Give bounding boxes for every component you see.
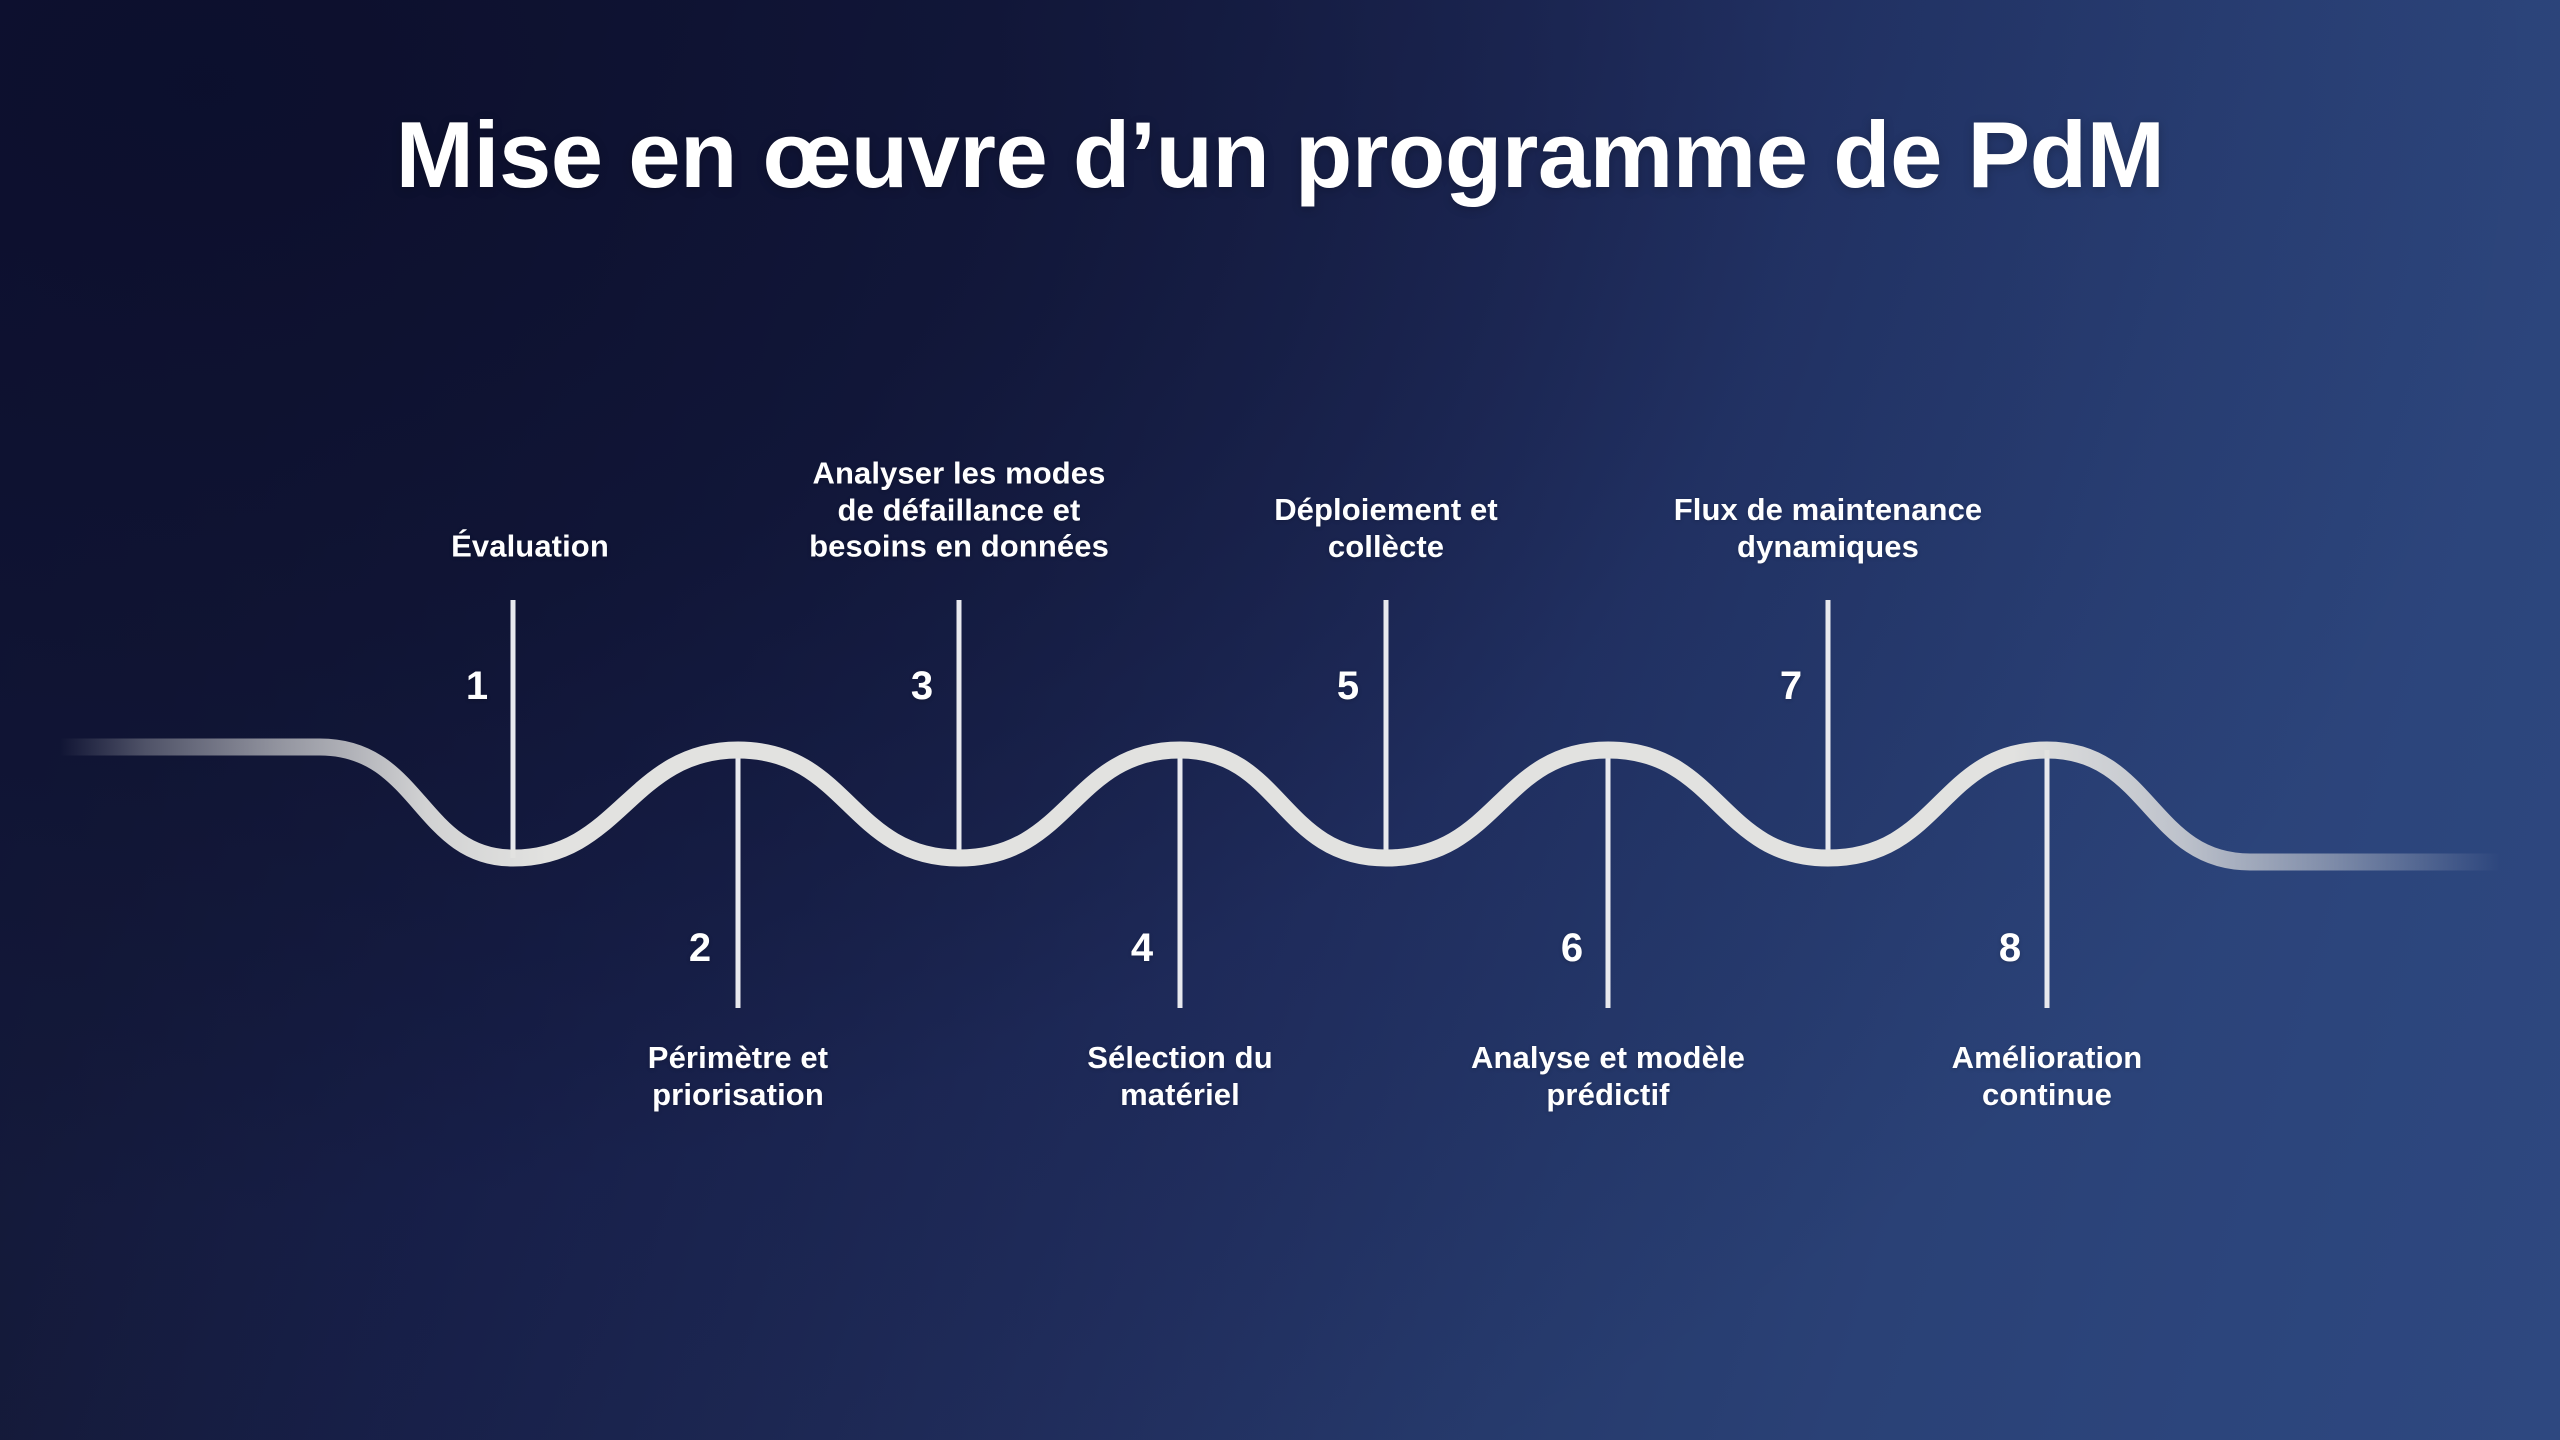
step-number-7: 7 xyxy=(1779,664,1803,708)
step-label-3: Analyser les modes de défaillance et bes… xyxy=(809,455,1109,564)
step-label-7: Flux de maintenance dynamiques xyxy=(1673,491,1983,564)
step-label-5: Déploiement et collècte xyxy=(1274,491,1498,564)
wave-path xyxy=(60,738,2500,871)
step-number-4: 4 xyxy=(1130,926,1154,970)
step-number-6: 6 xyxy=(1560,926,1584,970)
step-label-2: Périmètre et priorisation xyxy=(647,1040,829,1112)
step-label-1: Évaluation xyxy=(451,528,609,564)
step-number-3: 3 xyxy=(910,664,934,708)
step-label-8: Amélioration continue xyxy=(1951,1040,2143,1112)
step-label-6: Analyse et modèle prédictif xyxy=(1471,1040,1745,1112)
step-label-4: Sélection du matériel xyxy=(1087,1040,1273,1112)
step-number-5: 5 xyxy=(1336,664,1360,708)
step-number-1: 1 xyxy=(465,664,489,708)
step-number-8: 8 xyxy=(1998,926,2022,970)
step-number-2: 2 xyxy=(688,926,712,970)
connector-lines xyxy=(510,600,2050,1008)
page-title: Mise en œuvre d’un programme de PdM xyxy=(395,101,2165,207)
